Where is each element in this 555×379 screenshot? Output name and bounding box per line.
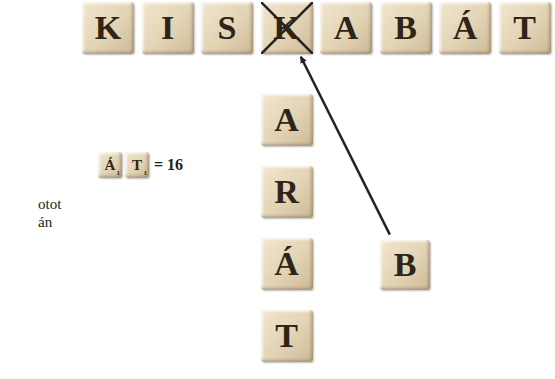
letter-tile: A [320,2,372,54]
tile-letter: Á [453,11,478,45]
score-text: = 16 [154,156,183,174]
letter-tile: T [499,2,551,54]
tile-letter: K [95,11,121,45]
letter-tile: K [82,2,134,54]
tile-letter: I [161,11,174,45]
tile-letter: T [275,319,298,353]
letter-tile: R [261,166,313,218]
tile-letter: B [394,11,417,45]
tile-letter: R [274,175,299,209]
letter-tile: K [261,2,313,54]
letter-tile: B [380,2,432,54]
tile-letter: Á [274,247,299,281]
tile-letter: S [218,11,237,45]
tile-letter: A [334,11,359,45]
pointer-arrow [301,57,390,235]
letter-tile: B [380,240,430,290]
tile-letter: T [513,11,536,45]
tile-score: 1 [117,170,121,177]
letter-tile: A [261,94,313,146]
letter-tile: I [142,2,194,54]
letter-tile: S [201,2,253,54]
tile-letter: B [394,248,417,282]
letter-tile: T1 [125,152,149,178]
note-text: otot [38,196,61,213]
tile-letter: T [132,158,142,173]
letter-tile: T [261,310,313,362]
tile-score: 1 [144,170,148,177]
tile-letter: Á [105,158,116,173]
tile-letter: A [274,103,299,137]
letter-tile: Á [261,238,313,290]
note-text: án [38,214,52,231]
letter-tile: Á1 [98,152,122,178]
tile-letter: K [273,11,299,45]
letter-tile: Á [439,2,491,54]
